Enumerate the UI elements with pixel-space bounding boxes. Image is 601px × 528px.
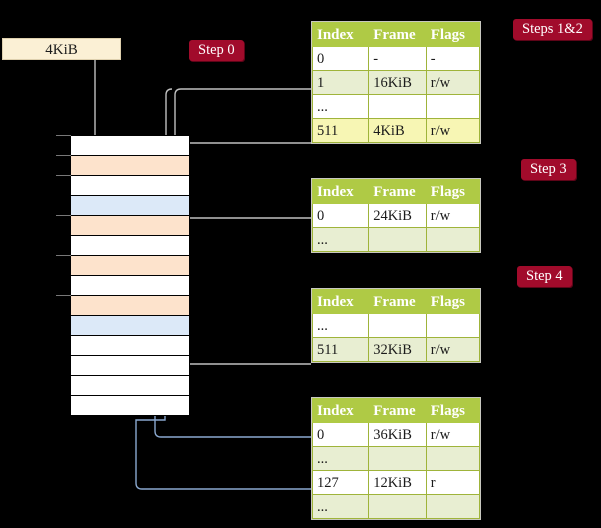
table-header-row: Index Frame Flags	[311, 289, 481, 314]
cell-flags: r/w	[425, 70, 481, 95]
table-row: 127 12KiB r	[311, 470, 481, 495]
memory-row	[70, 135, 190, 156]
cell-index: ...	[311, 494, 370, 519]
memory-row	[70, 175, 190, 196]
column-header-flags: Flags	[425, 398, 481, 423]
memory-row	[70, 255, 190, 276]
page-table-level-3: Index Frame Flags 0 36KiB r/w ... 127 12…	[311, 397, 481, 520]
memory-tick	[56, 215, 71, 216]
column-header-index: Index	[311, 398, 370, 423]
cell-index: 511	[311, 337, 370, 362]
cell-index: 127	[311, 470, 370, 495]
cell-index: 511	[311, 118, 370, 143]
table-row: 0 24KiB r/w	[311, 203, 481, 228]
badge-steps-1-2: Steps 1&2	[513, 19, 592, 40]
cell-flags: r/w	[425, 203, 481, 228]
column-header-frame: Frame	[368, 398, 427, 423]
column-header-index: Index	[311, 289, 370, 314]
badge-step-4-label: Step 4	[526, 268, 563, 284]
cell-flags	[425, 446, 481, 471]
column-header-frame: Frame	[368, 179, 427, 204]
badge-step-4: Step 4	[517, 266, 572, 287]
table-row: ...	[311, 227, 481, 252]
memory-row	[70, 195, 190, 216]
badge-step-3: Step 3	[521, 159, 576, 180]
cell-index: 0	[311, 422, 370, 447]
table-row: 0 - -	[311, 46, 481, 71]
cell-frame: 32KiB	[368, 337, 427, 362]
cell-flags: r/w	[425, 118, 481, 143]
cell-frame	[368, 494, 427, 519]
table-header-row: Index Frame Flags	[311, 22, 481, 47]
cell-frame: 36KiB	[368, 422, 427, 447]
table-row-highlighted: 511 4KiB r/w	[311, 118, 481, 143]
memory-row	[70, 215, 190, 236]
source-frame-label: 4KiB	[45, 42, 78, 58]
source-frame-box: 4KiB	[2, 38, 121, 60]
column-header-flags: Flags	[425, 22, 481, 47]
memory-tick	[56, 255, 71, 256]
page-table-level-2: Index Frame Flags ... 511 32KiB r/w	[311, 288, 481, 363]
table-row: ...	[311, 446, 481, 471]
memory-row	[70, 395, 190, 416]
memory-row	[70, 295, 190, 316]
badge-steps-1-2-label: Steps 1&2	[522, 21, 583, 37]
cell-flags	[425, 494, 481, 519]
cell-index: ...	[311, 94, 370, 119]
column-header-flags: Flags	[425, 289, 481, 314]
cell-flags: r/w	[425, 422, 481, 447]
cell-flags	[425, 313, 481, 338]
cell-index: 0	[311, 46, 370, 71]
table-row: ...	[311, 313, 481, 338]
cell-frame: -	[368, 46, 427, 71]
memory-row	[70, 335, 190, 356]
column-header-frame: Frame	[368, 22, 427, 47]
memory-tick	[56, 155, 71, 156]
memory-tick	[56, 295, 71, 296]
cell-frame	[368, 94, 427, 119]
memory-row	[70, 315, 190, 336]
cell-index: ...	[311, 313, 370, 338]
memory-row	[70, 275, 190, 296]
table-row: ...	[311, 94, 481, 119]
cell-frame: 24KiB	[368, 203, 427, 228]
cell-flags: r/w	[425, 337, 481, 362]
cell-frame	[368, 313, 427, 338]
table-row: 511 32KiB r/w	[311, 337, 481, 362]
cell-frame	[368, 227, 427, 252]
cell-flags	[425, 94, 481, 119]
cell-index: 1	[311, 70, 370, 95]
cell-frame: 16KiB	[368, 70, 427, 95]
memory-tick	[56, 175, 71, 176]
cell-flags: r	[425, 470, 481, 495]
column-header-frame: Frame	[368, 289, 427, 314]
badge-step-3-label: Step 3	[530, 161, 567, 177]
table-header-row: Index Frame Flags	[311, 179, 481, 204]
memory-row	[70, 375, 190, 396]
badge-step-0: Step 0	[189, 40, 244, 61]
memory-row	[70, 155, 190, 176]
cell-flags	[425, 227, 481, 252]
table-header-row: Index Frame Flags	[311, 398, 481, 423]
column-header-index: Index	[311, 179, 370, 204]
table-row: 0 36KiB r/w	[311, 422, 481, 447]
page-table-level-1: Index Frame Flags 0 24KiB r/w ...	[311, 178, 481, 253]
cell-frame: 12KiB	[368, 470, 427, 495]
cell-flags: -	[425, 46, 481, 71]
column-header-flags: Flags	[425, 179, 481, 204]
table-row: 1 16KiB r/w	[311, 70, 481, 95]
cell-index: ...	[311, 446, 370, 471]
memory-row	[70, 355, 190, 376]
page-table-level-0: Index Frame Flags 0 - - 1 16KiB r/w ... …	[311, 21, 481, 144]
cell-index: ...	[311, 227, 370, 252]
column-header-index: Index	[311, 22, 370, 47]
memory-tick	[56, 135, 71, 136]
physical-memory-column	[70, 135, 190, 416]
cell-frame	[368, 446, 427, 471]
table-row: ...	[311, 494, 481, 519]
cell-frame: 4KiB	[368, 118, 427, 143]
cell-index: 0	[311, 203, 370, 228]
memory-row	[70, 235, 190, 256]
badge-step-0-label: Step 0	[198, 42, 235, 58]
